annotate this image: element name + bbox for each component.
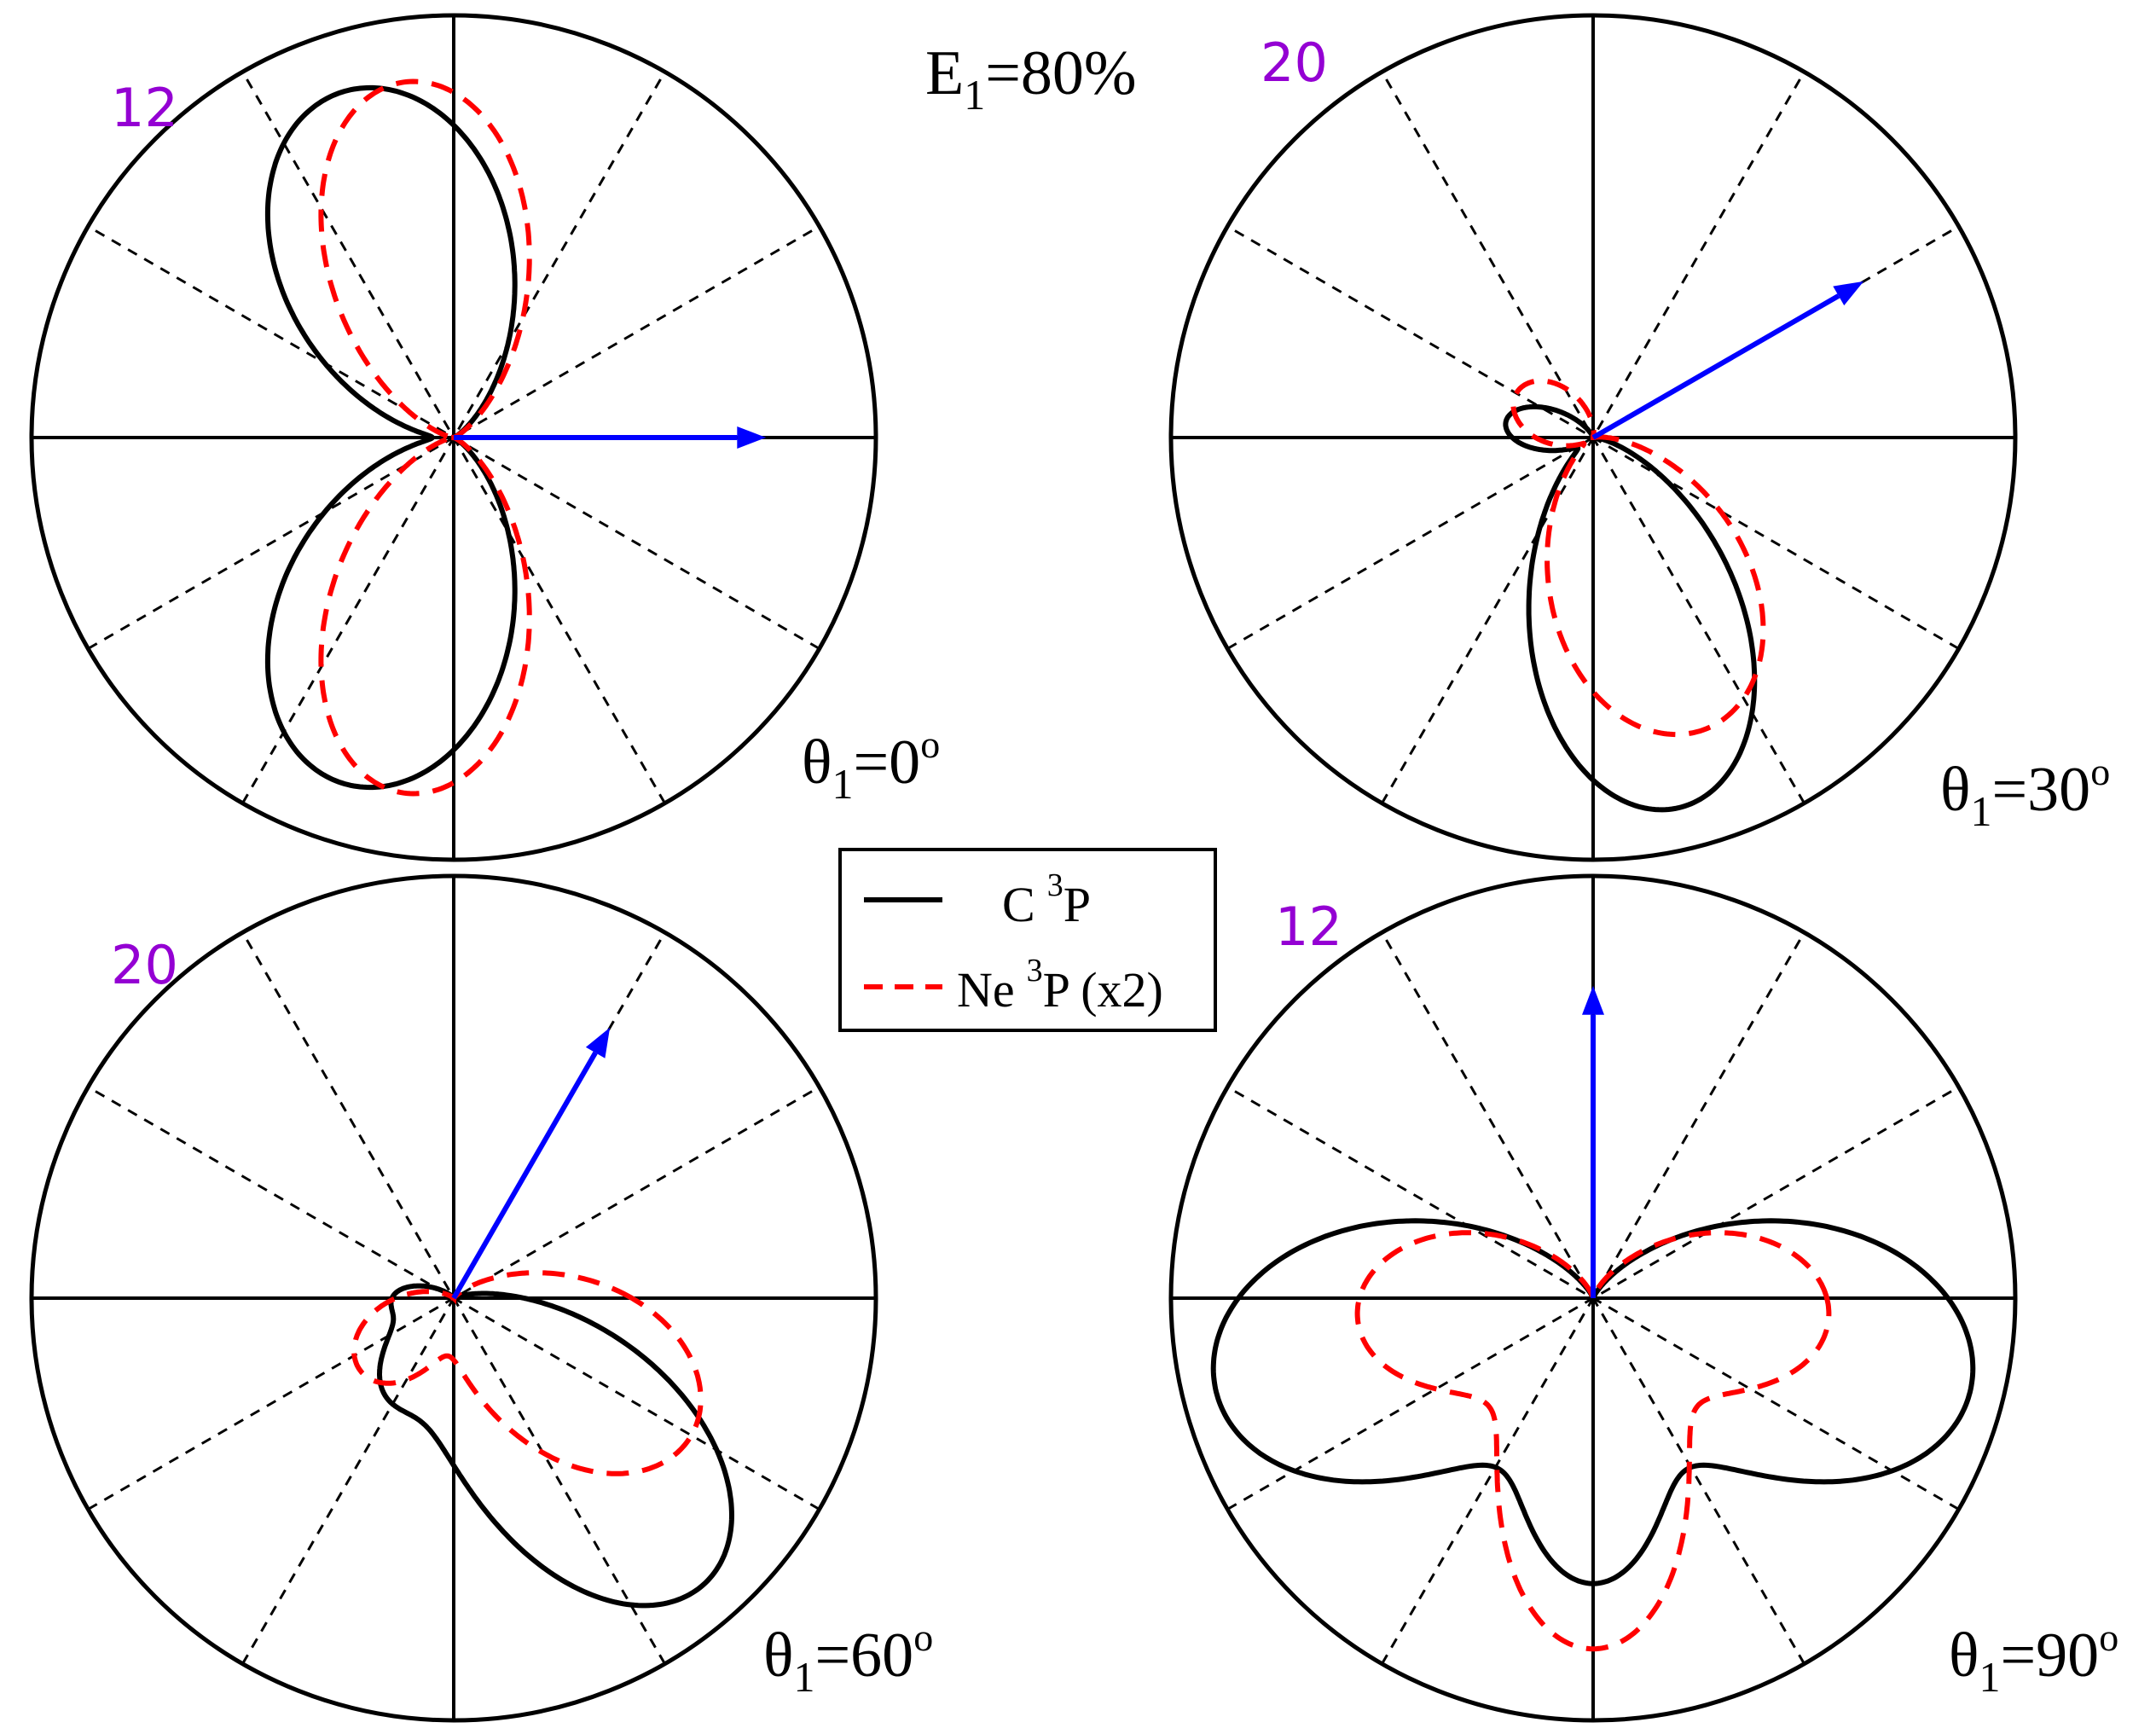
angle-label-degree: o: [920, 722, 940, 766]
angle-label-sub: 1: [832, 760, 853, 808]
direction-arrow-shaft: [1591, 293, 1840, 440]
energy-label-tail: =80%: [985, 38, 1136, 108]
series-ne-curve: [351, 1270, 704, 1476]
angle-label: θ1=90o: [1949, 1615, 2118, 1701]
direction-arrow-head: [1833, 281, 1864, 306]
polar-panel-top-right: 20 θ1=30o: [1168, 13, 2110, 862]
polar-panel-bottom-right: 12 θ1=90o: [1168, 873, 2118, 1723]
series-c-curve: [1503, 403, 1758, 813]
radial-max-label: 12: [111, 77, 178, 139]
series-ne-curve: [1354, 1230, 1832, 1652]
angle-label-degree: o: [2099, 1615, 2118, 1659]
series-c-curve: [264, 84, 518, 791]
angle-label: θ1=30o: [1940, 750, 2110, 835]
angle-label-degree: o: [2090, 750, 2110, 793]
direction-arrow-shaft: [451, 1051, 598, 1300]
angle-label-sub: 1: [1970, 787, 1991, 835]
polar-frame: [1168, 13, 2018, 862]
angle-label: θ1=60o: [763, 1615, 933, 1701]
energy-label-sub: 1: [964, 71, 985, 119]
polar-panel-bottom-left: 20 θ1=60o: [29, 873, 933, 1723]
angle-label-symbol: θ: [802, 728, 832, 797]
energy-label-main: E: [925, 38, 964, 108]
angle-label-value: =60: [814, 1621, 913, 1691]
angle-label-value: =90: [2000, 1621, 2099, 1691]
angle-label-sub: 1: [793, 1653, 814, 1701]
angle-label-symbol: θ: [1940, 755, 1970, 825]
series-ne-curve: [318, 78, 532, 797]
energy-label: E1=80%: [925, 38, 1137, 119]
angle-label-value: =30: [1991, 755, 2090, 825]
direction-arrow-head: [1582, 985, 1604, 1015]
radial-max-label: 20: [111, 934, 178, 996]
angle-label: θ1=0o: [802, 722, 940, 808]
angle-label-degree: o: [913, 1615, 933, 1659]
polar-panel-top-left: 12 θ1=0o: [29, 13, 940, 862]
direction-arrow-head: [737, 426, 767, 449]
angle-label-value: =0: [853, 728, 920, 797]
angle-label-symbol: θ: [1949, 1621, 1979, 1691]
radial-max-label: 12: [1275, 896, 1342, 958]
polar-frame: [29, 873, 878, 1723]
radial-max-label: 20: [1261, 32, 1328, 94]
series-ne-curve: [1510, 378, 1766, 738]
polar-frame: [29, 13, 878, 862]
polar-frame: [1168, 873, 2018, 1723]
angle-label-symbol: θ: [763, 1621, 793, 1691]
angle-label-sub: 1: [1979, 1653, 2000, 1701]
legend-box: [838, 848, 1217, 1032]
direction-arrow-head: [585, 1027, 611, 1058]
